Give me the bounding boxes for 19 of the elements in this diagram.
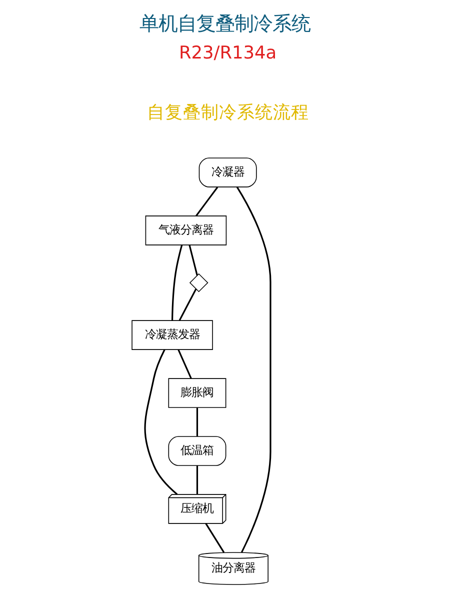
connector [236,186,272,553]
node-valve [189,273,208,292]
connector [196,186,218,216]
node-box: 冷凝蒸发器 [132,320,213,350]
label: R23/R134a [178,44,277,64]
connector [144,349,178,495]
connector [188,244,198,276]
label: 自复叠制冷系统流程 [146,103,309,124]
connector [178,288,197,321]
connector [171,244,183,321]
node-box: 气液分离器 [145,216,227,246]
connector [196,466,198,494]
node-box: 低温箱 [168,436,226,466]
node-box: 冷凝器 [198,158,257,188]
diagram-title: 单机自复叠制冷系统 [140,12,310,36]
connector [205,523,225,553]
node-box: 膨胀阀 [168,378,226,408]
connector [178,349,192,379]
connector [196,408,198,436]
